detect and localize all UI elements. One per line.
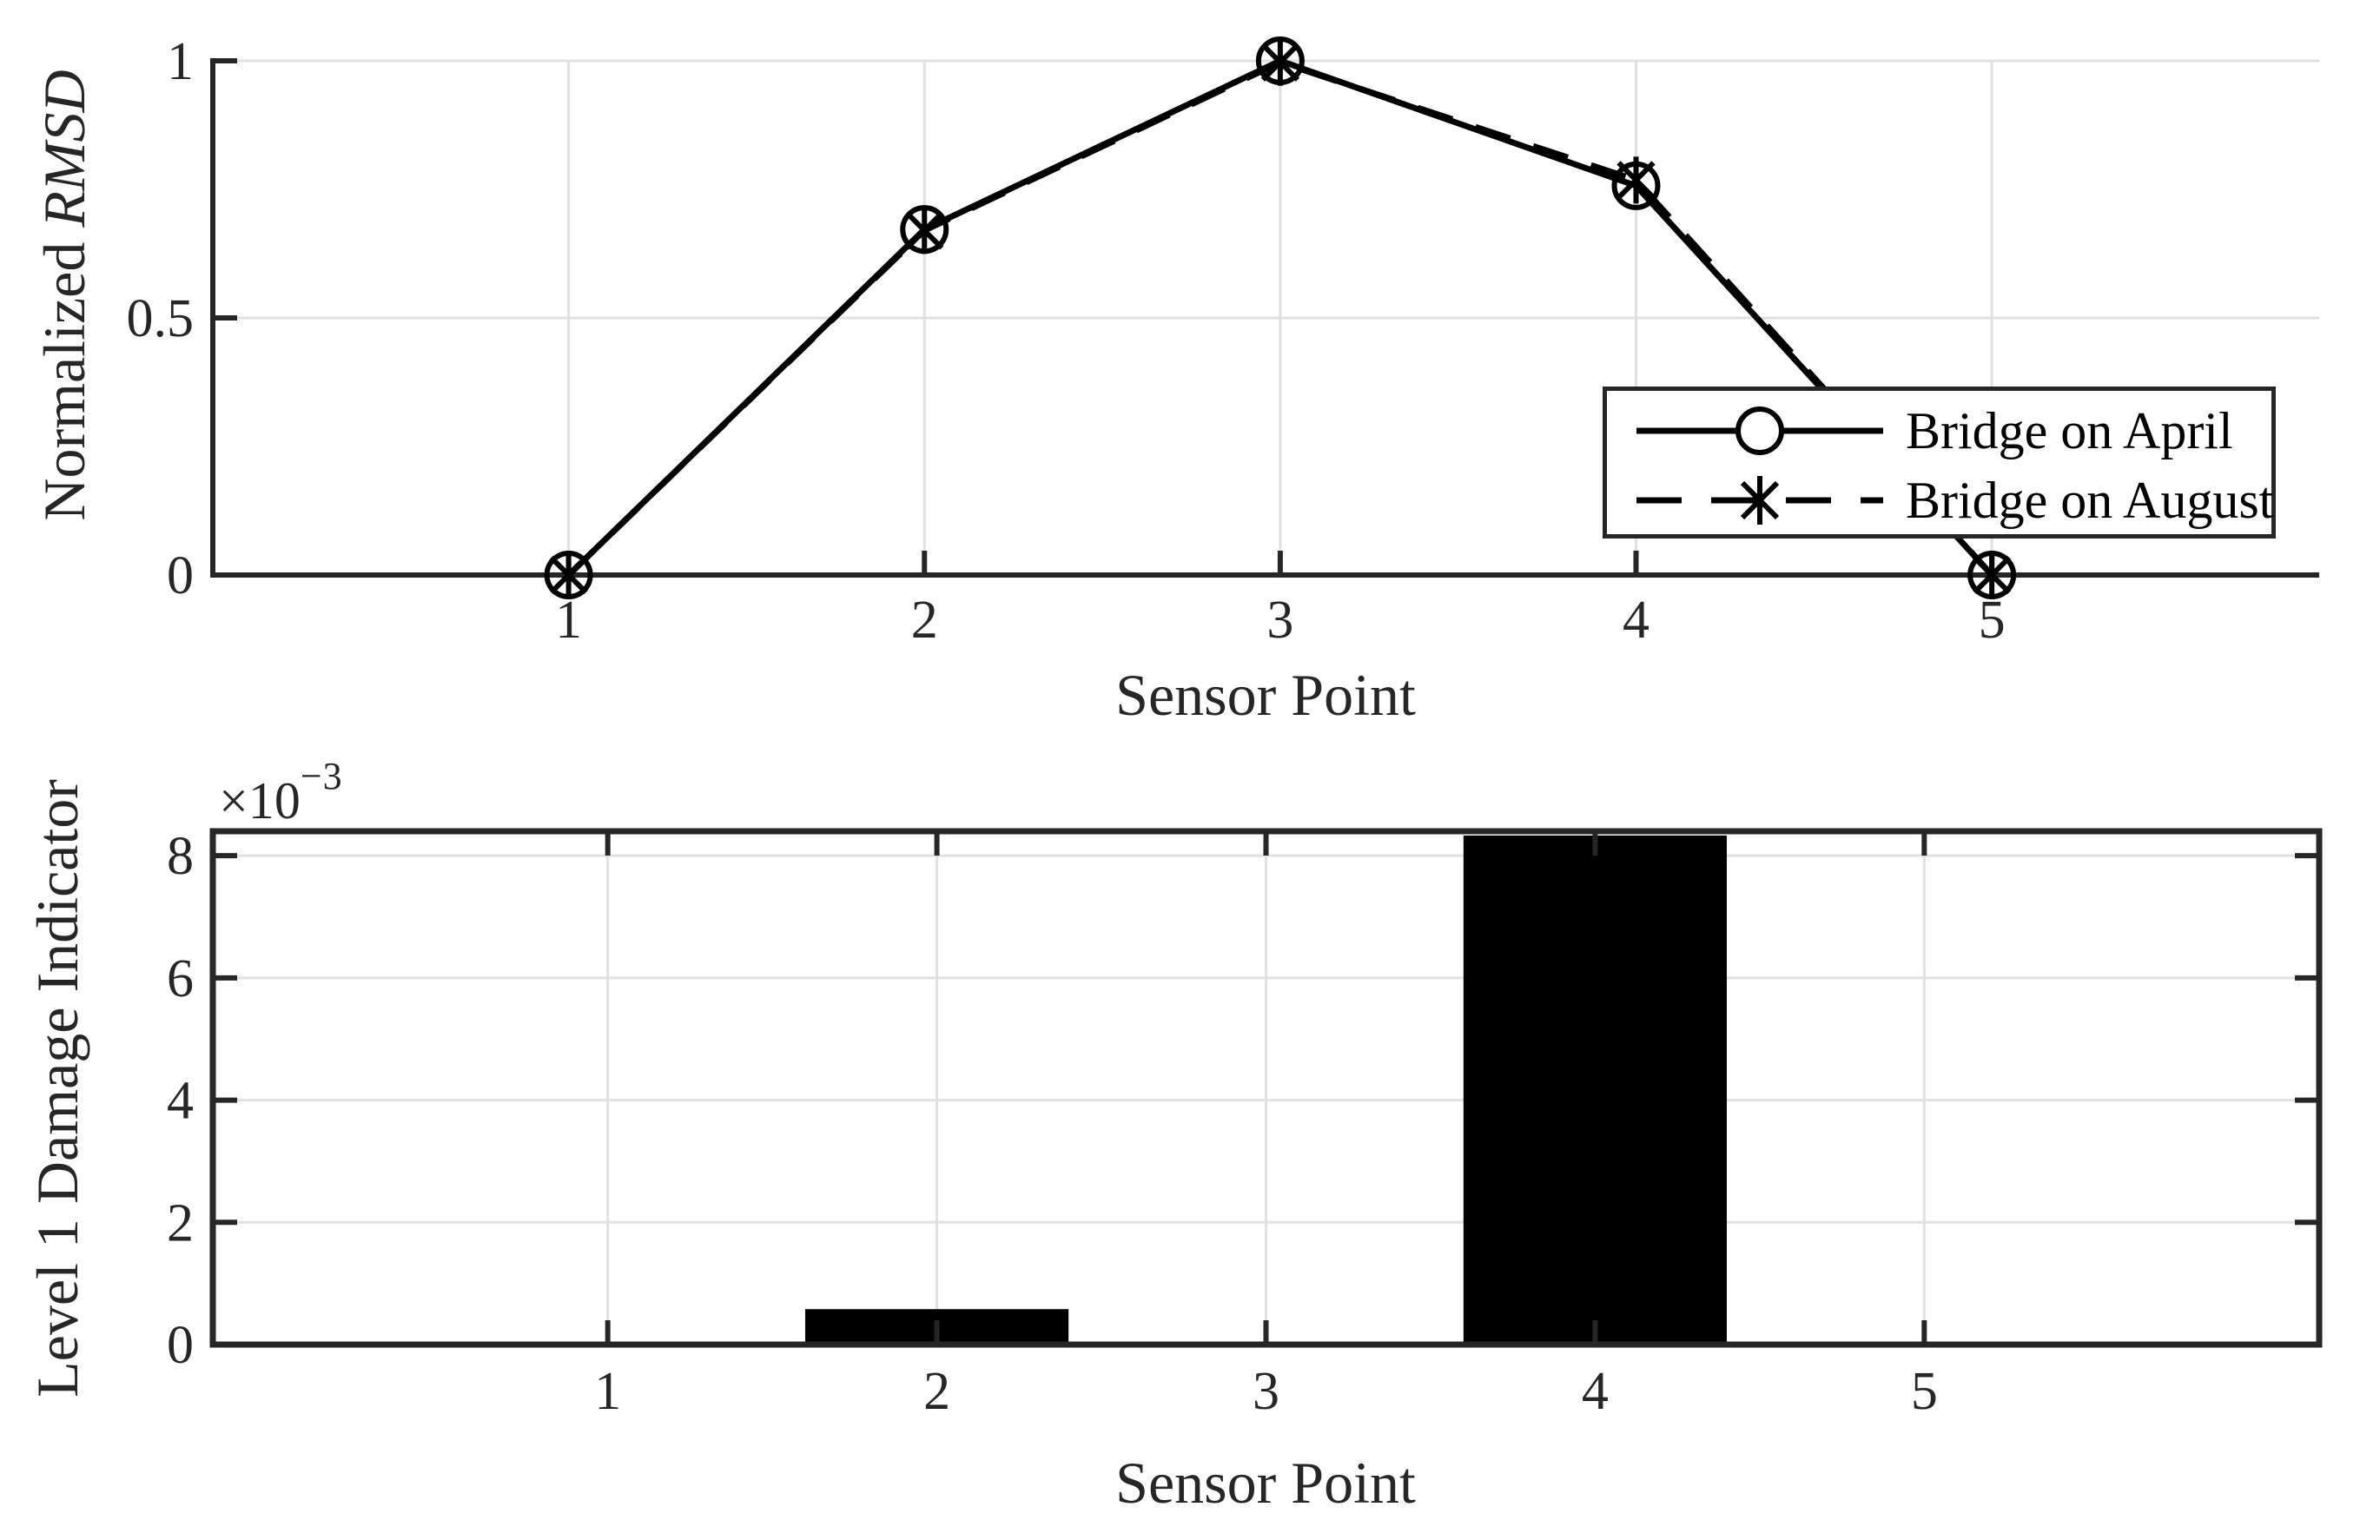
bottom-plot-x-tick-label: 3 xyxy=(1253,1362,1279,1421)
asterisk-marker-icon xyxy=(1973,552,2012,598)
asterisk-marker-icon xyxy=(1740,476,1780,525)
bottom-ylabel: Level 1 Damage Indicator xyxy=(24,779,90,1398)
bar-sensor-4 xyxy=(1463,835,1727,1345)
bottom-plot-y-tick-label: 2 xyxy=(167,1193,194,1252)
top-plot-y-tick-label: 0.5 xyxy=(127,289,195,348)
top-plot-x-tick-label: 5 xyxy=(1979,591,2006,650)
legend-entry-april: Bridge on April xyxy=(1630,396,2271,466)
top-ylabel: Normalized RMSD xyxy=(31,69,97,520)
bottom-plot-y-tick-label: 6 xyxy=(167,949,194,1008)
top-plot-y-tick-label: 1 xyxy=(167,32,194,91)
bottom-xlabel: Sensor Point xyxy=(1115,1450,1416,1516)
top-plot-x-tick-label: 1 xyxy=(555,591,582,650)
bottom-plot-y-tick-label: 8 xyxy=(167,827,194,886)
asterisk-arm xyxy=(905,211,944,250)
legend-label-august: Bridge on August xyxy=(1906,472,2274,529)
bottom-plot-x-tick-label: 2 xyxy=(923,1362,950,1421)
top-ylabel-italic: RMSD xyxy=(31,69,97,228)
legend-label-april: Bridge on April xyxy=(1906,402,2233,459)
asterisk-arm xyxy=(1260,43,1300,82)
top-plot-x-tick-label: 4 xyxy=(1623,591,1649,650)
top-plot-x-tick-label: 3 xyxy=(1266,591,1293,650)
bottom-plot-x-tick-label: 1 xyxy=(594,1362,621,1421)
legend-sample-dashed-asterisk xyxy=(1636,476,1883,525)
legend-sample-solid-circle xyxy=(1636,406,1883,455)
top-xlabel: Sensor Point xyxy=(1115,662,1416,728)
legend-entry-august: Bridge on August xyxy=(1630,466,2274,535)
asterisk-marker-icon xyxy=(549,552,588,598)
top-ylabel-prefix: Normalized xyxy=(31,227,97,521)
bottom-plot-y-tick-label: 4 xyxy=(167,1072,194,1131)
bottom-plot-y-tick-label: 0 xyxy=(167,1316,194,1375)
legend-box: Bridge on April Bridge on August xyxy=(1603,387,2276,539)
top-plot-y-tick-label: 0 xyxy=(167,546,194,605)
asterisk-marker-icon xyxy=(1260,38,1300,86)
asterisk-marker-icon xyxy=(905,207,944,254)
bottom-plot-x-tick-label: 4 xyxy=(1582,1362,1609,1421)
asterisk-arm xyxy=(549,555,588,595)
exponent-power: −3 xyxy=(300,755,343,797)
asterisk-arm xyxy=(1973,555,2012,595)
asterisk-arm xyxy=(1616,161,1656,200)
asterisk-marker-icon xyxy=(1616,156,1656,204)
exponent-base: ×10 xyxy=(219,772,301,829)
top-plot-x-tick-label: 2 xyxy=(911,591,938,650)
circle-marker-icon xyxy=(1735,406,1784,455)
series-line-august xyxy=(566,59,1994,578)
exponent-label: ×10−3 xyxy=(219,755,343,829)
bottom-plot-x-tick-label: 5 xyxy=(1911,1362,1938,1421)
